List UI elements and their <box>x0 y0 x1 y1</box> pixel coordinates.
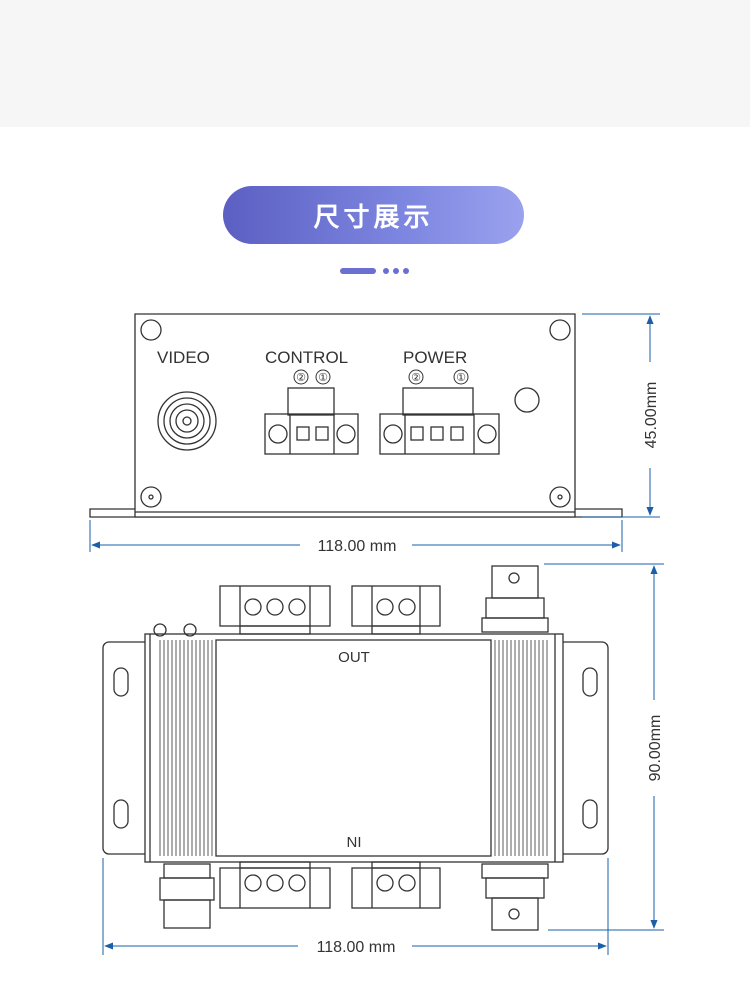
bnc-connector-left-icon <box>159 863 215 929</box>
pin-label-1: ① <box>318 372 328 384</box>
label-out: OUT <box>338 649 370 666</box>
out-control-terminal-icon <box>219 585 331 635</box>
top-panel <box>215 639 492 857</box>
label-in: NI <box>347 834 362 851</box>
out-power-terminal-icon <box>351 585 441 635</box>
bnc-connector-icon <box>157 391 217 451</box>
front-width-dimension: 118.00 mm <box>318 538 397 555</box>
pin-label-2: ② <box>296 372 306 384</box>
mounting-slot-icon <box>582 799 598 829</box>
in-control-terminal-icon <box>219 861 331 909</box>
screw-icon <box>549 319 571 341</box>
screw-icon <box>549 486 571 508</box>
screw-icon <box>140 486 162 508</box>
title-underline-dot-2 <box>393 268 399 274</box>
pin-label-2: ② <box>411 372 421 384</box>
title-underline-bar <box>340 268 376 274</box>
front-view <box>89 313 623 518</box>
title-underline-dot-1 <box>383 268 389 274</box>
label-video: VIDEO <box>157 348 210 367</box>
section-title-pill: 尺寸展示 <box>223 186 524 244</box>
label-power: POWER <box>403 348 467 367</box>
screw-center-icon <box>557 494 563 500</box>
bnc-connector-top-icon <box>481 565 549 633</box>
top-view <box>102 565 609 931</box>
led-icon <box>514 387 540 413</box>
mounting-slot-icon <box>582 667 598 697</box>
section-title: 尺寸展示 <box>313 202 434 233</box>
title-underline-dot-3 <box>403 268 409 274</box>
top-body <box>144 633 564 863</box>
screw-icon <box>140 319 162 341</box>
mounting-slot-icon <box>113 667 129 697</box>
mounting-slot-icon <box>113 799 129 829</box>
pin-label-1: ① <box>456 372 466 384</box>
screw-center-icon <box>148 494 154 500</box>
in-power-terminal-icon <box>351 861 441 909</box>
top-height-dimension: 90.00mm <box>647 715 664 782</box>
bnc-connector-bottom-icon <box>481 863 549 931</box>
control-terminal-icon <box>264 387 359 455</box>
front-body <box>134 313 576 518</box>
power-terminal-icon <box>379 387 500 455</box>
front-height-dimension: 45.00mm <box>643 382 660 449</box>
label-control: CONTROL <box>265 348 348 367</box>
top-width-dimension: 118.00 mm <box>317 939 396 956</box>
top-banner <box>0 0 750 127</box>
